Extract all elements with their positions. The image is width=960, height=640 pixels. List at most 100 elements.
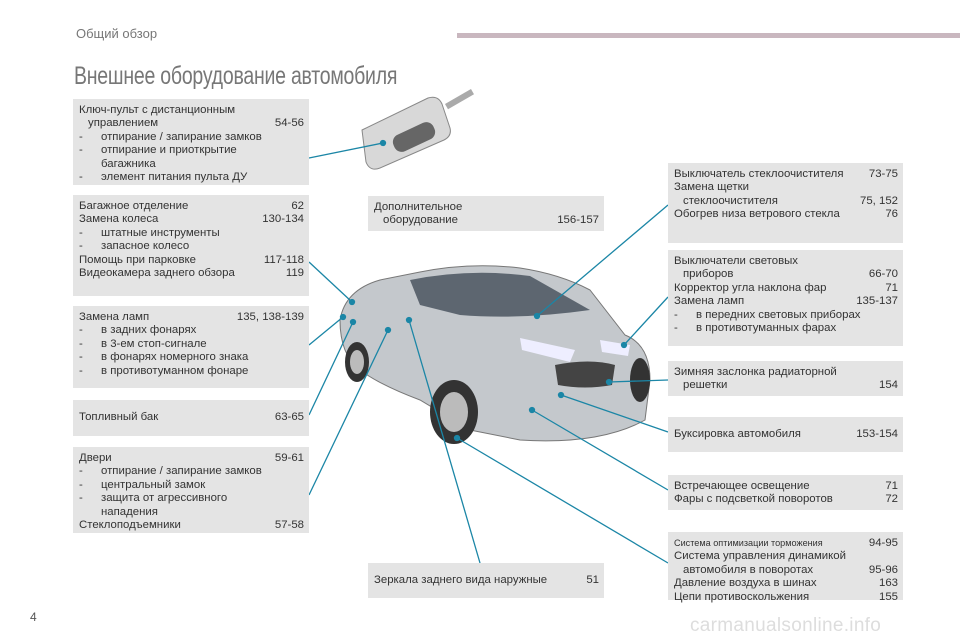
callout-line: Помощь при парковке 117-118 [79, 254, 304, 267]
dash-bullet: - [674, 322, 678, 335]
topic-label: отпирание и приоткрытие [101, 144, 237, 157]
page-reference[interactable]: 76 [885, 208, 898, 221]
topic-label: элемент питания пульта ДУ [101, 171, 248, 184]
page-reference[interactable]: 75, 152 [859, 194, 898, 207]
page-reference[interactable]: 163 [878, 577, 898, 590]
dash-bullet: - [79, 171, 83, 184]
page-reference[interactable]: 66-70 [868, 268, 898, 281]
callout-line: Зеркала заднего вида наружные 51 [374, 574, 599, 587]
topic-label: Помощь при парковке [79, 253, 196, 266]
key-fob-illustration [361, 89, 474, 170]
page-reference[interactable]: 71 [885, 281, 898, 294]
page-reference[interactable]: 54-56 [274, 117, 304, 130]
dash-bullet: - [79, 144, 83, 157]
page-reference[interactable]: 71 [885, 480, 898, 492]
car-illustration [339, 265, 651, 444]
dash-bullet: - [79, 337, 83, 350]
callout-line: Выключатели световых [674, 255, 898, 268]
callout-line: -в противотуманном фонаре [79, 365, 304, 378]
callout-line: нападения [79, 506, 304, 519]
topic-label: запасное колесо [101, 240, 190, 253]
dash-bullet [79, 158, 101, 171]
topic-label: в задних фонарях [101, 324, 197, 337]
page-reference[interactable]: 119 [285, 267, 304, 280]
topic-label: багажника [101, 157, 156, 170]
page-reference[interactable]: 153-154 [856, 428, 898, 440]
page-reference[interactable]: 135-137 [856, 295, 898, 308]
callout-line: багажника [79, 158, 304, 171]
topic-label: Выключатель стеклоочистителя [674, 168, 844, 180]
callout-line: -в 3-ем стоп-сигнале [79, 338, 304, 351]
callout-line: Ключ-пульт с дистанционным [79, 104, 304, 117]
page-reference[interactable]: 95-96 [868, 563, 898, 576]
leader-lines [308, 139, 669, 564]
page-reference[interactable]: 94-95 [868, 537, 898, 549]
topic-label: Замена щетки [674, 181, 749, 194]
dash-bullet: - [79, 240, 83, 253]
left-callout-box: Замена ламп 135, 138-139 - в задних фонарях… [73, 306, 309, 388]
topic-label: стеклоочистителя [683, 194, 778, 207]
dash-bullet [79, 506, 101, 519]
page-reference[interactable]: 155 [878, 590, 898, 603]
callout-line: Цепи противоскольжения 155 [674, 591, 898, 604]
callout-line: Видеокамера заднего обзора 119 [79, 267, 304, 280]
callout-line: Зимняя заслонка радиаторной [674, 366, 898, 379]
dash-bullet: - [674, 308, 678, 321]
topic-label: центральный замок [101, 478, 206, 491]
topic-label: нападения [101, 505, 158, 518]
page-reference[interactable]: 156-157 [557, 214, 599, 227]
page-reference[interactable]: 51 [586, 574, 599, 586]
dash-bullet: - [79, 478, 83, 491]
page-reference[interactable]: 57-58 [274, 519, 304, 532]
page-reference[interactable]: 63-65 [274, 411, 304, 423]
dash-bullet: - [79, 465, 83, 478]
callout-line: оборудование 156-157 [374, 214, 599, 227]
callout-line: Система управления динамикой [674, 550, 898, 563]
dash-bullet: - [79, 351, 83, 364]
page-reference[interactable]: 135, 138-139 [236, 311, 304, 323]
topic-label: Система управления динамикой [674, 550, 846, 563]
page-reference[interactable]: 59-61 [274, 452, 304, 464]
dash-bullet: - [79, 492, 83, 505]
page-reference[interactable]: 154 [878, 379, 898, 392]
dash-bullet: - [79, 130, 83, 143]
topic-label: Замена ламп [674, 295, 745, 308]
topic-label: Система оптимизации торможения [674, 538, 823, 549]
page-reference[interactable]: 130-134 [262, 213, 304, 226]
page-reference[interactable]: 117-118 [263, 253, 304, 266]
topic-label: Видеокамера заднего обзора [79, 267, 235, 280]
topic-label: в противотуманном фонаре [101, 364, 249, 377]
topic-label: Зеркала заднего вида наружные [374, 574, 548, 586]
callout-line: - отпирание и приоткрытие [79, 144, 304, 157]
topic-label: Топливный бак [79, 411, 159, 423]
page-reference[interactable]: 73-75 [868, 168, 898, 180]
page-reference[interactable]: 72 [885, 493, 898, 506]
topic-label: Замена ламп [79, 311, 150, 323]
topic-label: Зимняя заслонка радиаторной [674, 366, 837, 378]
topic-label: приборов [683, 268, 734, 281]
topic-label: Фары с подсветкой поворотов [674, 493, 833, 506]
topic-label: штатные инструменты [101, 226, 220, 239]
topic-label: Цепи противоскольжения [674, 590, 810, 603]
page-reference[interactable]: 62 [291, 200, 304, 212]
callout-line: -в передних световых приборах [674, 309, 898, 322]
topic-label: оборудование [383, 214, 458, 227]
topic-label: в противотуманных фарах [696, 322, 837, 335]
